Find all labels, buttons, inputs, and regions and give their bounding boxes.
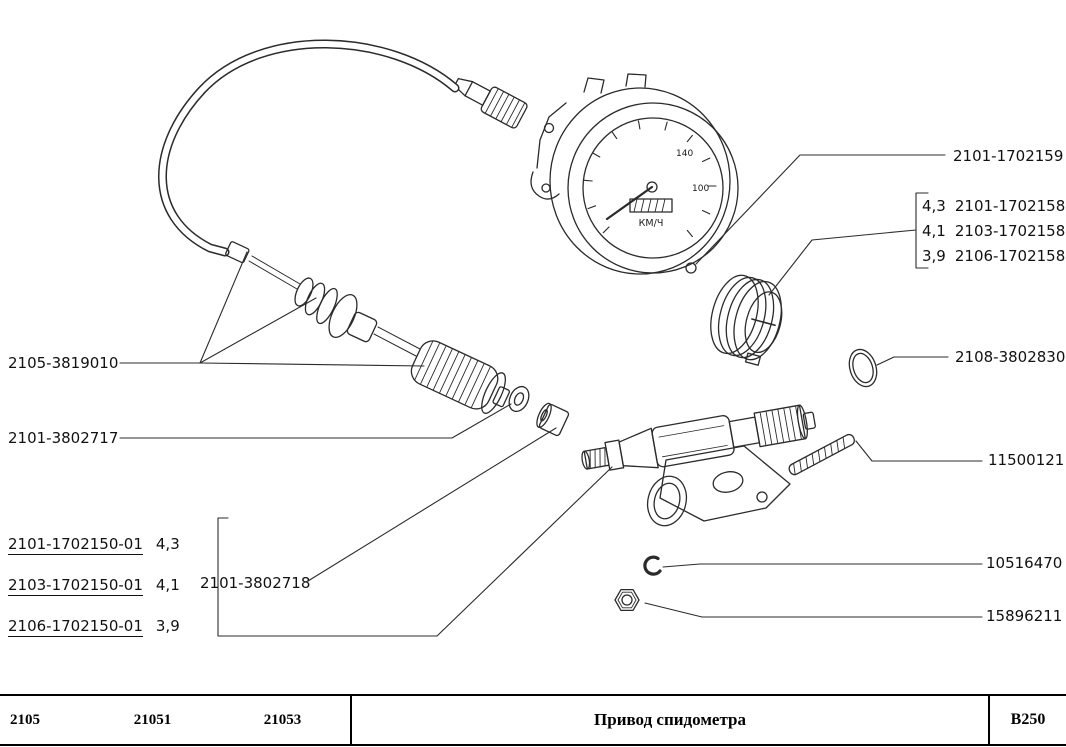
cable-drive-nut: [410, 340, 511, 414]
dial-100: 100: [692, 184, 709, 194]
callout-2103-1702150-01: 2103-1702150-01 4,1: [8, 577, 180, 596]
leader-3802717: [119, 403, 512, 439]
ratio-value: 3,9: [155, 617, 180, 635]
speedometer-drive-body: [581, 404, 816, 471]
part-number: 2101-1702150-01: [8, 535, 143, 555]
clamp-screw: [541, 183, 551, 193]
callout-10516470: 10516470: [986, 554, 1063, 572]
part-number: 2106-1702158: [954, 247, 1066, 265]
part-number: 2103-1702150-01: [8, 576, 143, 596]
leader-15896211: [644, 602, 983, 618]
leader-11500121: [855, 440, 983, 462]
washer: [508, 385, 530, 413]
dial-ticks: [583, 120, 717, 238]
cable-upper-connector: [453, 77, 528, 129]
ratio-value: 4,1: [922, 222, 946, 240]
bushing: [536, 402, 570, 437]
speedometer-gauge-drawing: [530, 73, 739, 275]
part-number: 2106-1702150-01: [8, 617, 143, 637]
leader-lines: [119, 154, 983, 637]
snap-ring: [643, 555, 662, 576]
drawing-title: Привод спидометра: [350, 696, 988, 744]
model-cell-21053: 21053: [263, 711, 302, 728]
driven-gear-cap: [710, 274, 783, 366]
part-number: 2103-1702158: [954, 222, 1066, 240]
mounting-tab: [625, 73, 647, 88]
drive-flange: [646, 445, 791, 527]
callout-2101-1702158: 4,3 2101-1702158: [922, 198, 1065, 214]
ratio-value: 4,3: [155, 535, 180, 553]
leader-3819010-a: [119, 251, 248, 364]
leader-1702159: [695, 154, 946, 265]
dial-140: 140: [676, 149, 693, 159]
speedometer-cable: [158, 39, 460, 257]
mounting-tab: [583, 77, 605, 94]
bracket-1702150: [217, 466, 613, 637]
callout-2103-1702158: 4,1 2103-1702158: [922, 223, 1065, 239]
cable-lower-end: [225, 241, 421, 357]
callout-2101-3802717: 2101-3802717: [8, 429, 119, 447]
model-cell-2105: 2105: [10, 711, 40, 728]
leader-1702158: [768, 229, 917, 296]
clamp: [530, 171, 560, 200]
leader-3819010-b: [199, 297, 317, 364]
callout-2101-1702159: 2101-1702159: [953, 147, 1064, 165]
model-cell-21051: 21051: [133, 711, 172, 728]
callout-2108-3802830: 2108-3802830: [955, 348, 1066, 366]
callout-15896211: 15896211: [986, 607, 1063, 625]
callout-2106-1702150-01: 2106-1702150-01 3,9: [8, 618, 180, 637]
callout-2105-3819010: 2105-3819010: [8, 354, 119, 372]
ratio-value: 4,3: [922, 197, 946, 215]
callout-11500121: 11500121: [988, 451, 1065, 469]
leader-10516470: [662, 563, 983, 568]
seal-ball: [685, 262, 697, 274]
page-code: B250: [988, 696, 1066, 744]
parts-drawing: 140 100 КМ/Ч: [119, 39, 983, 637]
leader-3819010-c: [199, 362, 425, 367]
stud: [788, 433, 856, 476]
leader-3802830: [876, 356, 949, 366]
callout-2101-1702150-01: 2101-1702150-01 4,3: [8, 536, 180, 555]
leader-3802718: [307, 427, 557, 582]
callout-2101-3802718: 2101-3802718: [200, 574, 311, 592]
dial-units: КМ/Ч: [639, 218, 664, 229]
footer-table: 2105 21051 21053 Привод спидометра B250: [0, 694, 1066, 746]
nut: [614, 588, 640, 612]
ratio-value: 3,9: [922, 247, 946, 265]
part-number: 2101-1702158: [954, 197, 1066, 215]
dial-texts: 140 100 КМ/Ч: [639, 149, 710, 229]
bracket-screw: [543, 122, 555, 134]
o-ring: [848, 348, 878, 388]
ratio-value: 4,1: [155, 576, 180, 594]
callout-2106-1702158: 3,9 2106-1702158: [922, 248, 1065, 264]
